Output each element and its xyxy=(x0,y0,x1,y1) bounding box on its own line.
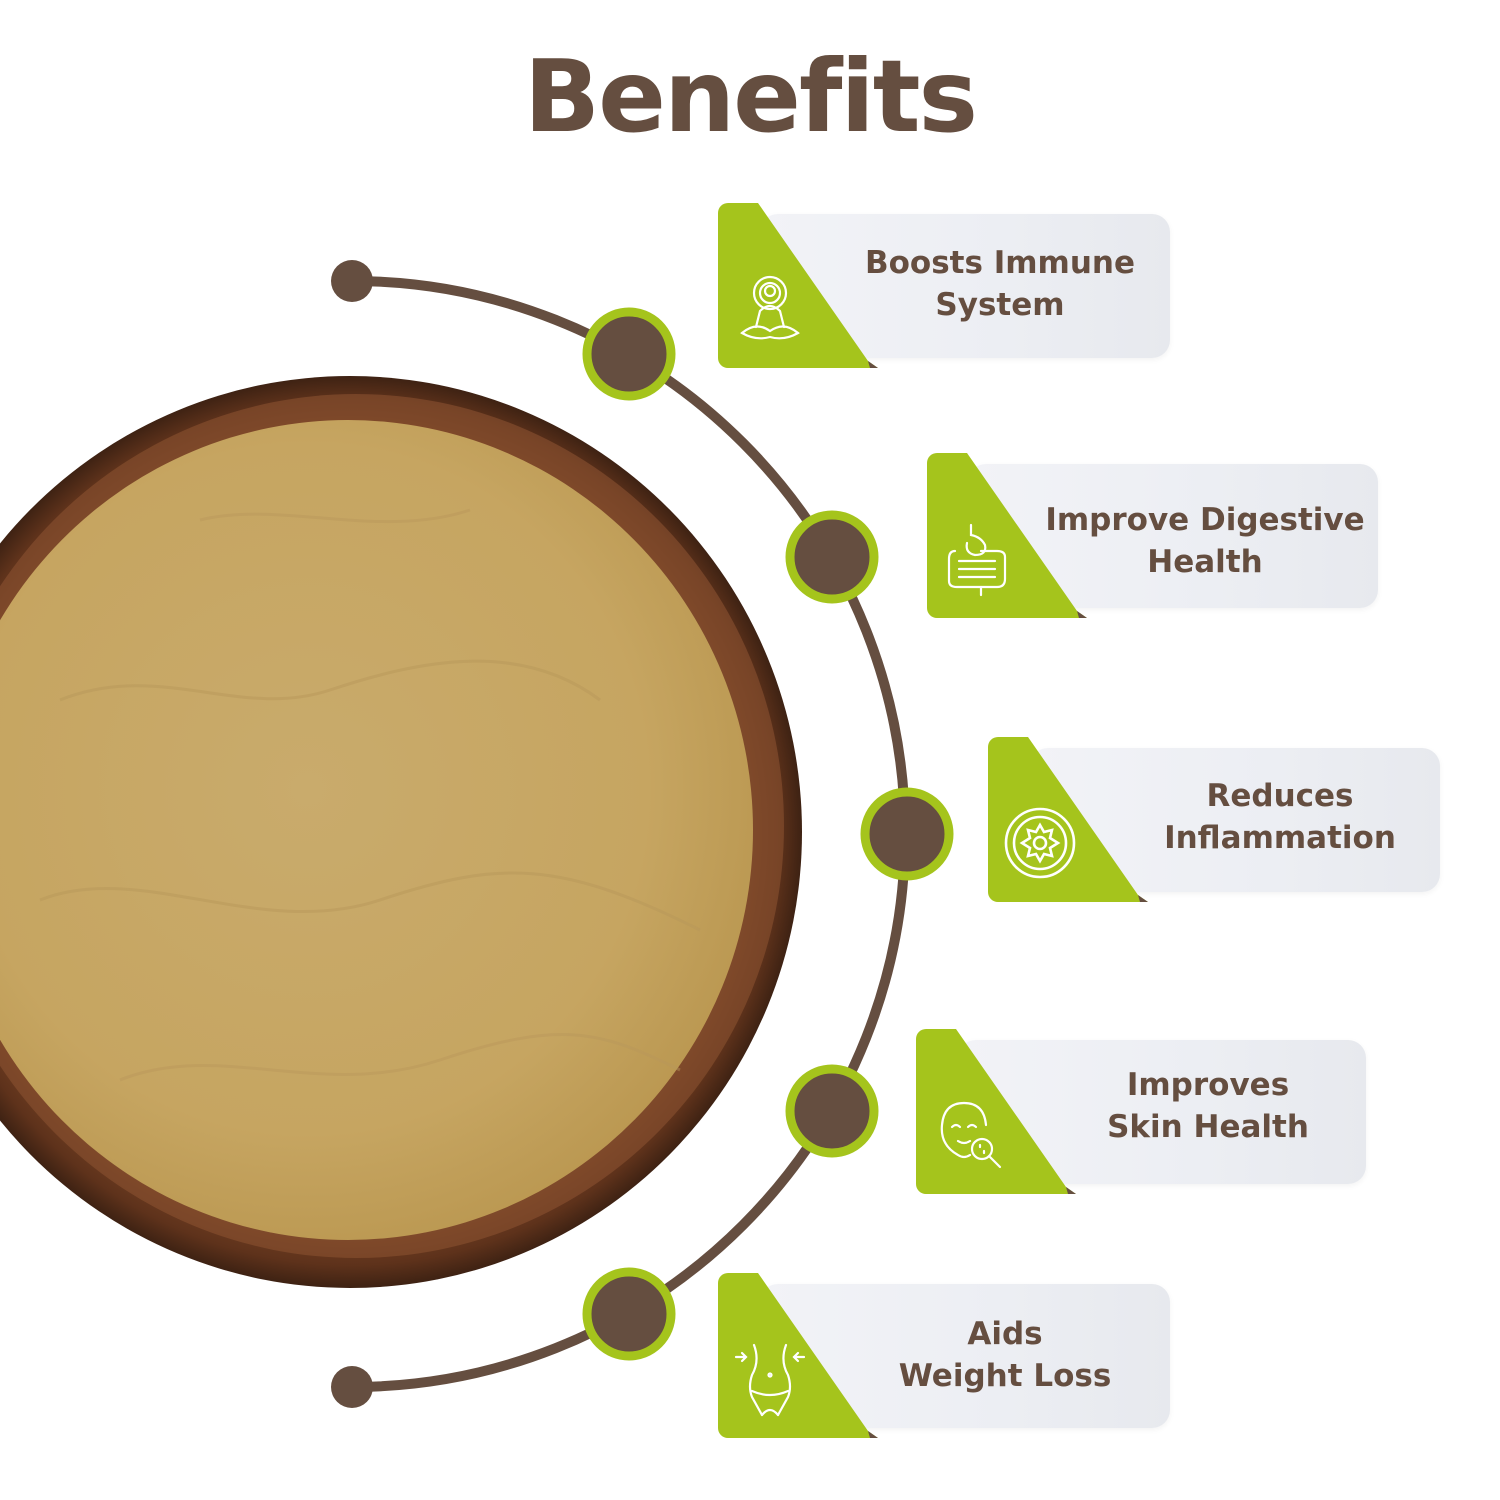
face-skin-icon xyxy=(940,1101,1002,1169)
benefit-tab xyxy=(718,203,878,368)
benefit-label-immune: Boosts Immune System xyxy=(864,245,1136,323)
timeline-node xyxy=(860,787,954,881)
benefit-tab xyxy=(718,1273,878,1438)
benefit-label-skin: Improves Skin Health xyxy=(1107,1067,1309,1145)
timeline-node xyxy=(582,1267,676,1361)
meditation-icon xyxy=(740,275,800,340)
benefit-label-digestive: Improve Digestive Health xyxy=(1045,502,1365,580)
intestine-icon xyxy=(947,523,1007,597)
inflammation-icon xyxy=(1004,807,1076,879)
page-title: Benefits xyxy=(523,38,978,155)
benefit-tab xyxy=(927,453,1087,618)
waist-icon xyxy=(734,1343,806,1417)
benefit-label-weight: Aids Weight Loss xyxy=(898,1316,1112,1394)
timeline-node xyxy=(785,510,879,604)
benefit-tab xyxy=(988,737,1148,902)
powder-bowl-image xyxy=(0,376,802,1288)
timeline-node xyxy=(785,1064,879,1158)
timeline-end-dot xyxy=(331,260,373,302)
benefit-label-inflammation: Reduces Inflammation xyxy=(1164,778,1396,856)
timeline-end-dot xyxy=(331,1366,373,1408)
benefit-tab xyxy=(916,1029,1076,1194)
timeline-node xyxy=(582,307,676,401)
